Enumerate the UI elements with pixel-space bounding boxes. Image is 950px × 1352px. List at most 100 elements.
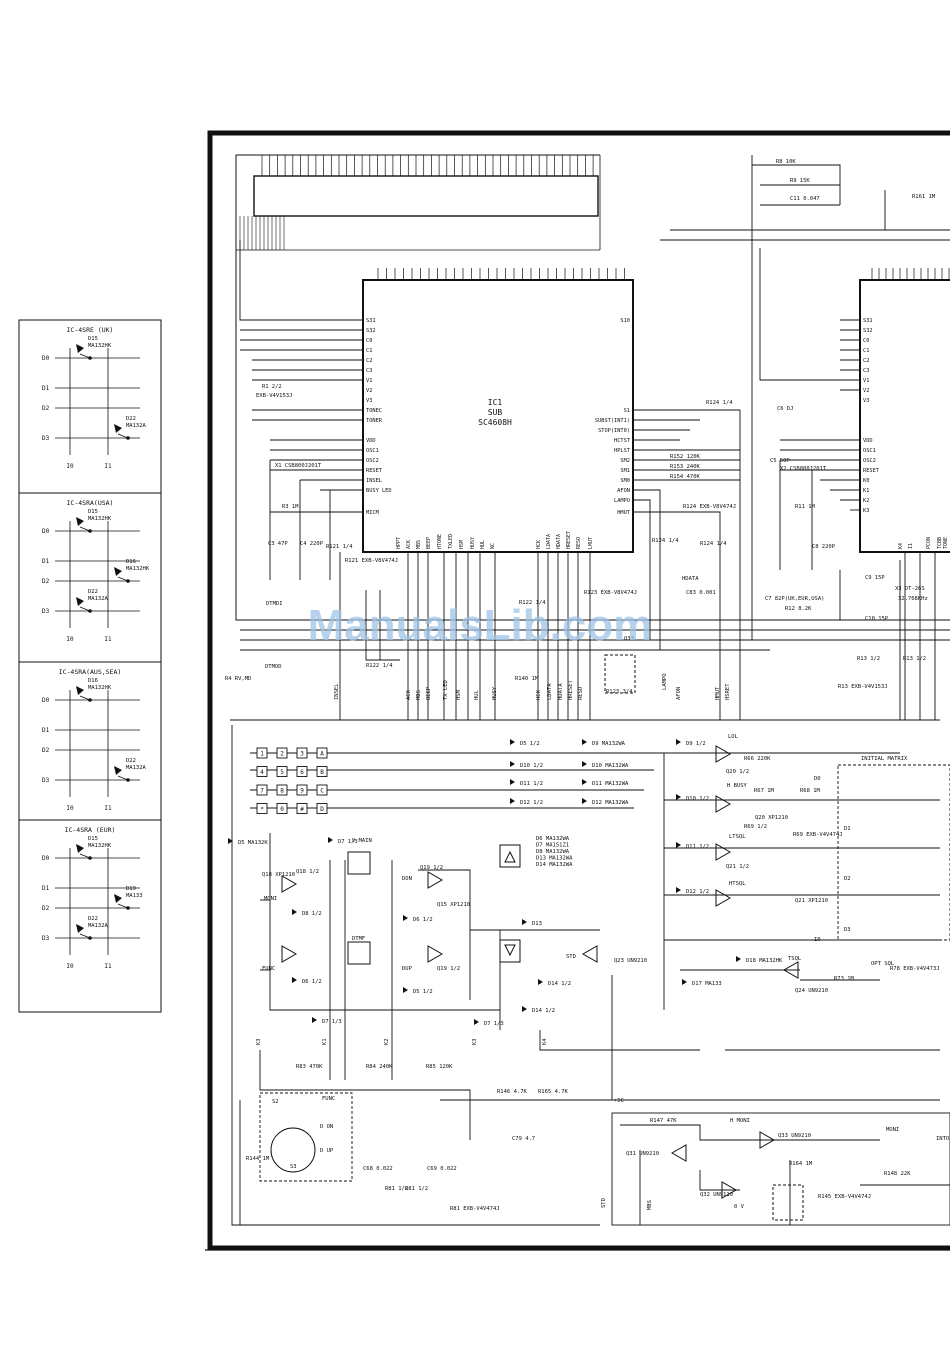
diode-ref: D10 [592,763,602,769]
net-label: MONI [886,1127,899,1133]
component-ref: R124 [652,538,666,544]
diode-ref: D14 [532,1008,543,1014]
diode-ref: D9 [592,741,599,747]
component-value: 470K [687,474,701,480]
component-ref: R78 [890,966,900,972]
component-ref: R123 [584,590,597,596]
net-label: HUL [474,689,480,700]
ic1-bottom-pin: HCK [536,540,542,549]
component-value: 1/2 [309,869,319,875]
ic1-right-pin: SM2 [620,458,630,464]
component-value: 15P [875,575,886,581]
ic1-left-pin: C1 [366,348,372,354]
component-value: 82P(UK,EUR,USA) [775,596,825,602]
component-label: S2 [272,1099,279,1105]
net-label: OPT SQL [871,961,895,967]
ic1-bottom-pin: HUSY [470,537,476,549]
component-ref: C6 [777,406,784,412]
ic2-pins: S31S32C0C1C2C3V1V2V3VDDOSC1OSC2RESETK0K1… [863,268,950,549]
component-value: 8.2K [798,606,812,612]
diode-value: MA132K [248,840,269,846]
matrix-row-label: D0 [42,528,50,535]
component-ref: R148 [884,1171,897,1177]
diode-icon [76,597,92,613]
ic2-left-pin: V1 [863,378,869,384]
component-label: S3 [290,1164,297,1170]
component-ref: C5 [770,458,777,464]
component-ref: C9 [865,575,872,581]
component-ref: R146 [497,1089,510,1095]
component-ref: R147 [650,1118,663,1124]
ic2-left-pin: S31 [863,318,873,324]
component-value: UN9210 [791,1133,811,1139]
component-value: 240K [379,1064,393,1070]
matrix-col-label: I0 [66,636,74,643]
ic1-ref: IC1 [488,398,503,407]
net-label: D2 [844,876,851,882]
component-ref: R67 [754,788,764,794]
component-value: XP1210 [450,902,470,908]
ic1-left-pin: V1 [366,378,372,384]
diode-value: 1/2 [696,741,706,747]
ic1-right-pin: S10 [620,318,630,324]
ic1-bottom-pin: TXLED [448,534,454,549]
diode-value: 1/2 [423,989,433,995]
component-ref: C69 [427,1166,437,1172]
diode-part: MA132A [126,765,147,771]
ic1-right-pin: SM1 [620,468,630,474]
net-label: K3 [256,1038,262,1045]
diode-ref: D7 [484,1021,491,1027]
component-ref: R140 [515,676,528,682]
ic1-right-pin: SM0 [620,478,630,484]
net-label: FUNC [262,966,275,972]
diode-part: MA132A [88,596,109,602]
component-value: 1/4 [536,600,547,606]
diode-ref: D13 [532,921,542,927]
ic1-sub-controller: IC1 SUB SC4608H [362,279,634,553]
component-ref: R121 [345,558,358,564]
component-value: EXB-V4V474J [463,1206,499,1212]
diode-value: MA132WA [602,741,626,747]
component-ref: R124 [706,400,720,406]
keypad-key: 3 [296,747,308,759]
component-ref: R122 [366,663,379,669]
diode-ref: D18 [746,958,756,964]
component-ref: R153 [670,464,683,470]
component-value: 4.7K [555,1089,569,1095]
diode-ref: D22 [88,916,98,922]
component-ref: Q21 [726,864,736,870]
net-label: HCK [536,689,542,700]
component-value: XP1210 [768,815,788,821]
diode-ref: D17 [692,981,702,987]
diode-part: MA132HK [88,843,112,849]
ic1-left-pin: C2 [366,358,372,364]
component-ref: R121 [326,544,339,550]
diode-ref: D6 [302,979,309,985]
component-value: 0.022 [376,1166,393,1172]
diode-label: D13 [522,919,542,927]
ic1-pins: S31S32C0C1C2C3V1V2V3TONECTONERVDDOSC1OSC… [366,268,631,549]
ic1-right-pin: HCTST [614,438,631,444]
net-label: LTSQL [729,834,746,840]
keypad-key: D [316,803,328,814]
keypad-key-label: 2 [280,751,284,758]
ic1-right-pin: S1 [624,408,630,414]
component-ref: R13 [857,656,867,662]
component-value: 0.022 [440,1166,457,1172]
component-ref: Q32 [700,1192,710,1198]
diode-ref: D15 [88,509,98,515]
net-label: HDATA [558,683,564,700]
